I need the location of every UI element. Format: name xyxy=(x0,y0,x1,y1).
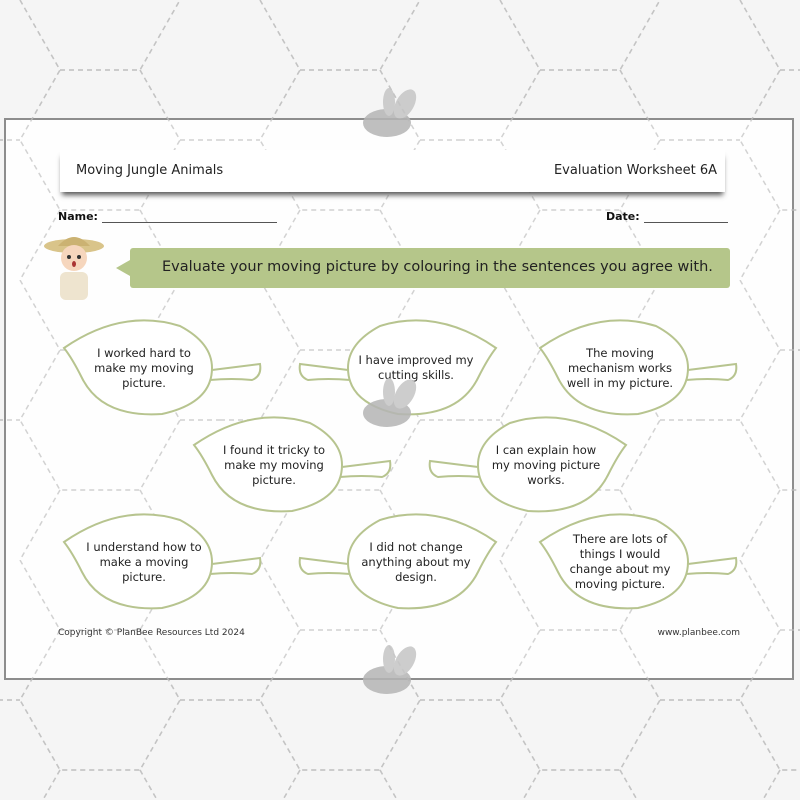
leaf-outline-icon xyxy=(538,319,738,416)
leaf-statement-text: The moving mechanism works well in my pi… xyxy=(566,345,674,390)
bee-watermark-icon xyxy=(363,645,417,694)
leaf-statement-text: I worked hard to make my moving picture. xyxy=(94,345,194,390)
name-line[interactable] xyxy=(101,222,277,223)
leaf-statement[interactable]: The moving mechanism works well in my pi… xyxy=(538,318,738,418)
leaf-outline-icon xyxy=(62,513,262,610)
date-field[interactable]: Date: xyxy=(606,210,728,223)
instruction-banner: Evaluate your moving picture by colourin… xyxy=(116,248,730,288)
leaf-statement-text: I can explain how my moving picture work… xyxy=(491,442,601,487)
leaf-statement[interactable]: I did not change anything about my desig… xyxy=(298,512,498,612)
leaf-statement[interactable]: There are lots of things I would change … xyxy=(538,512,738,612)
leaf-statement[interactable]: I worked hard to make my moving picture. xyxy=(62,318,262,418)
leaf-outline-icon xyxy=(538,513,738,610)
leaf-statement[interactable]: I understand how to make a moving pictur… xyxy=(62,512,262,612)
worksheet-title: Moving Jungle Animals xyxy=(76,163,224,178)
leaf-statement-text: I did not change anything about my desig… xyxy=(361,539,471,584)
name-label: Name: xyxy=(58,210,98,223)
leaf-outline-icon xyxy=(298,319,498,416)
leaf-statement-text: I understand how to make a moving pictur… xyxy=(86,539,202,584)
leaf-outline-icon xyxy=(192,416,392,513)
copyright-text: Copyright © PlanBee Resources Ltd 2024 xyxy=(58,628,245,638)
date-line[interactable] xyxy=(643,222,728,223)
worksheet-number: Evaluation Worksheet 6A xyxy=(553,163,717,178)
worksheet-header: Moving Jungle Animals Evaluation Workshe… xyxy=(60,150,725,192)
leaf-outline-icon xyxy=(298,513,498,610)
leaf-statement[interactable]: I have improved my cutting skills. xyxy=(298,318,498,418)
leaf-outline-icon xyxy=(62,319,262,416)
leaf-outline-icon xyxy=(428,416,628,513)
bee-watermark-icon xyxy=(363,88,417,137)
leaf-statement-text: I have improved my cutting skills. xyxy=(358,353,474,382)
leaf-statement[interactable]: I can explain how my moving picture work… xyxy=(428,415,628,515)
bee-watermark-icon xyxy=(363,378,417,427)
leaf-statement-text: I found it tricky to make my moving pict… xyxy=(222,442,326,487)
leaf-statement-text: There are lots of things I would change … xyxy=(569,532,671,591)
leaf-statement[interactable]: I found it tricky to make my moving pict… xyxy=(192,415,392,515)
name-field[interactable]: Name: xyxy=(58,210,277,223)
instruction-text: Evaluate your moving picture by colourin… xyxy=(162,259,713,275)
website-link[interactable]: www.planbee.com xyxy=(657,628,740,638)
date-label: Date: xyxy=(606,210,640,223)
explorer-character-icon xyxy=(44,237,104,300)
